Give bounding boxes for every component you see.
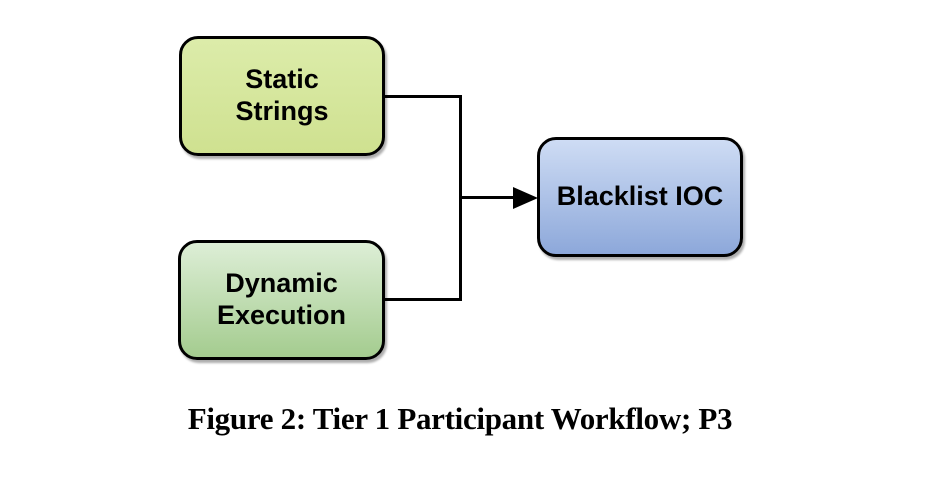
- edge-dynamic-execution-out: [385, 298, 462, 301]
- edge-into-blacklist-ioc: [459, 196, 516, 199]
- node-dynamic-execution-label: Dynamic Execution: [216, 268, 347, 330]
- node-blacklist-ioc-label: Blacklist IOC: [556, 181, 724, 212]
- node-static-strings: Static Strings: [179, 36, 385, 156]
- edge-static-strings-out: [385, 95, 462, 98]
- figure-caption: Figure 2: Tier 1 Participant Workflow; P…: [187, 401, 733, 436]
- node-dynamic-execution: Dynamic Execution: [178, 240, 385, 360]
- node-static-strings-label: Static Strings: [235, 64, 329, 126]
- arrowhead-right-icon: [513, 187, 538, 209]
- node-blacklist-ioc: Blacklist IOC: [537, 137, 743, 257]
